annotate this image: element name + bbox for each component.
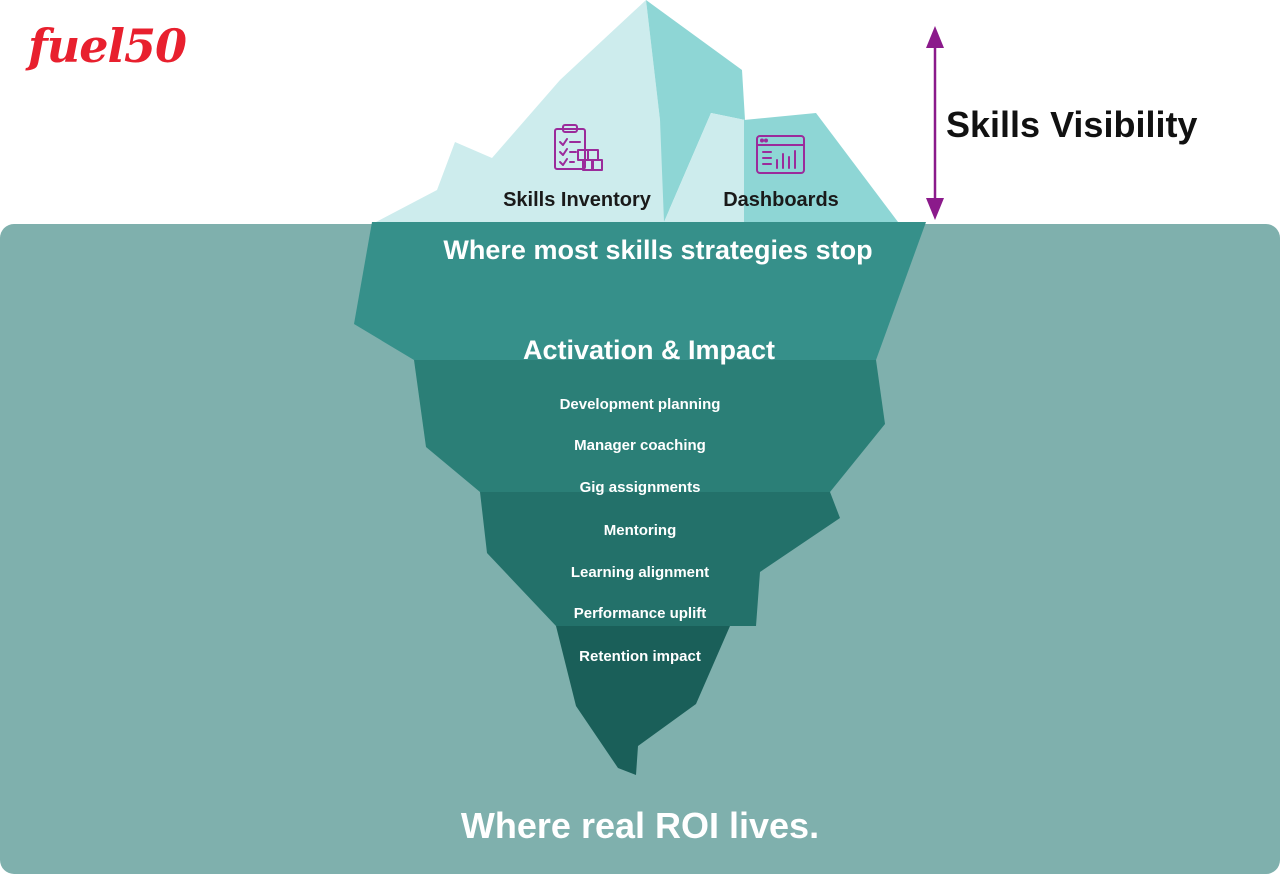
list-item: Retention impact: [579, 648, 701, 665]
iceberg-tip-left-face: [376, 0, 670, 222]
skills-visibility-arrow: [926, 26, 944, 220]
dashboards-label: Dashboards: [723, 189, 839, 211]
clipboard-checklist-icon: [554, 124, 603, 171]
iceberg-band-bottom: [556, 626, 730, 775]
real-roi-label: Where real ROI lives.: [461, 805, 819, 846]
list-item: Development planning: [560, 396, 721, 413]
list-item: Gig assignments: [580, 479, 701, 496]
skills-visibility-label: Skills Visibility: [946, 104, 1197, 145]
iceberg-band-strategies: [354, 222, 926, 360]
list-item: Mentoring: [604, 522, 677, 539]
list-item: Manager coaching: [574, 437, 706, 454]
arrow-down-icon: [926, 198, 944, 220]
iceberg-tip-right-face: [646, 0, 745, 222]
fuel50-logo: fuel50: [25, 19, 187, 73]
strategies-stop-label: Where most skills strategies stop: [443, 235, 872, 265]
dashboard-chart-icon: [756, 135, 805, 174]
iceberg-tip-far-face: [744, 113, 898, 222]
arrow-up-icon: [926, 26, 944, 48]
activation-impact-label: Activation & Impact: [523, 335, 775, 365]
skills-inventory-label: Skills Inventory: [503, 189, 652, 211]
iceberg-underwater: [354, 222, 926, 775]
iceberg-tip-inner-face: [664, 113, 745, 222]
iceberg-tip: [376, 0, 898, 222]
list-item: Learning alignment: [571, 564, 709, 581]
iceberg-band-activation: [414, 360, 885, 492]
iceberg-band-middle: [480, 492, 840, 626]
list-item: Performance uplift: [574, 605, 707, 622]
